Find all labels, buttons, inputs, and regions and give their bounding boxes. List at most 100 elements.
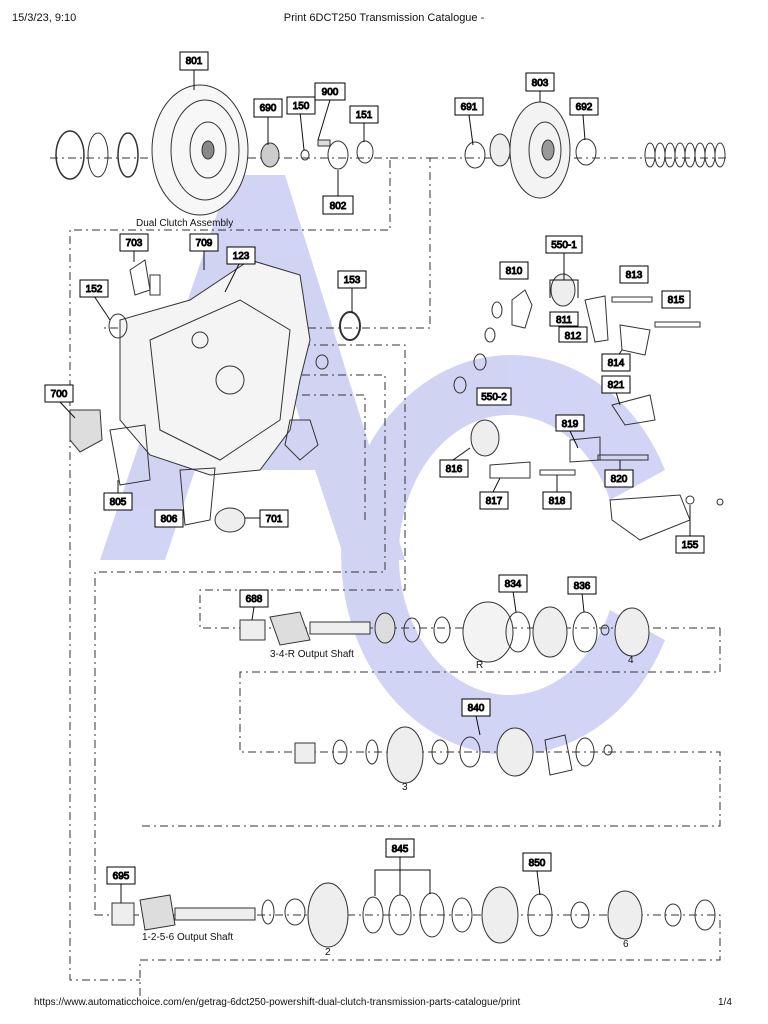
callout-700: 700: [44, 384, 74, 403]
callout-691: 691: [454, 97, 484, 116]
callout-701: 701: [259, 509, 289, 528]
page-title: Print 6DCT250 Transmission Catalogue -: [283, 12, 485, 24]
callout-816-label: 816: [446, 464, 463, 475]
output-shaft-1256: [111, 882, 716, 948]
callout-123: 123: [226, 246, 256, 265]
callout-151: 151: [349, 105, 379, 124]
callout-811: 811: [549, 311, 579, 327]
callout-819-label: 819: [562, 419, 579, 430]
transmission-housing: [69, 259, 361, 533]
dual-clutch-assembly: [55, 84, 374, 216]
callout-153: 153: [337, 270, 367, 289]
callout-695-label: 695: [113, 871, 130, 882]
callout-900: 900: [314, 82, 346, 101]
callout-840-label: 840: [468, 703, 485, 714]
caption-gear-2: 2: [325, 947, 331, 958]
footer-url: https://www.automaticchoice.com/en/getra…: [34, 997, 521, 1008]
callout-695: 695: [106, 866, 136, 885]
clutch-gear-assembly: [464, 101, 597, 199]
callout-550-2-label: 550-2: [481, 392, 507, 403]
caption-gear-3: 3: [402, 782, 408, 793]
callout-815: 815: [661, 290, 691, 309]
callout-820-label: 820: [611, 474, 628, 485]
callout-805-label: 805: [110, 497, 127, 508]
callout-821: 821: [601, 375, 631, 394]
callout-153-label: 153: [344, 275, 361, 286]
leader-lines: [59, 70, 691, 903]
callout-150-label: 150: [293, 101, 310, 112]
callout-818: 818: [542, 491, 572, 510]
callout-834-label: 834: [505, 579, 522, 590]
callout-840: 840: [461, 698, 491, 717]
callout-688: 688: [239, 589, 269, 608]
callout-819: 819: [555, 414, 585, 432]
callout-155: 155: [675, 535, 705, 554]
callout-836: 836: [567, 576, 597, 595]
caption-gear-6: 6: [623, 939, 629, 950]
callout-850-label: 850: [529, 858, 546, 869]
callout-801: 801: [179, 51, 209, 71]
callout-845-label: 845: [392, 844, 409, 855]
callout-701-label: 701: [266, 514, 283, 525]
callout-815-label: 815: [668, 295, 685, 306]
callout-802-label: 802: [330, 201, 347, 212]
callout-550-2: 550-2: [476, 387, 512, 406]
caption-1256-shaft: 1-2-5-6 Output Shaft: [142, 932, 233, 943]
callout-703: 703: [119, 233, 149, 252]
shift-fork-assembly: [453, 273, 724, 541]
callout-805: 805: [103, 492, 133, 511]
callout-150: 150: [286, 96, 316, 115]
callout-709: 709: [189, 233, 219, 252]
callout-690: 690: [253, 98, 283, 118]
footer-page-number: 1/4: [718, 997, 732, 1008]
callout-155-label: 155: [682, 540, 699, 551]
caption-dual-clutch: Dual Clutch Assembly: [136, 218, 233, 229]
callout-550-1: 550-1: [545, 235, 583, 254]
callout-152-label: 152: [86, 284, 103, 295]
friction-plates: [644, 142, 726, 168]
callout-818-label: 818: [549, 496, 566, 507]
callout-817-label: 817: [486, 496, 503, 507]
callout-820: 820: [604, 469, 634, 488]
callout-812: 812: [558, 326, 588, 343]
callout-810: 810: [499, 261, 529, 280]
callout-688-label: 688: [246, 594, 263, 605]
callout-151-label: 151: [356, 110, 373, 121]
caption-34r-shaft: 3-4-R Output Shaft: [270, 649, 354, 660]
caption-gear-4: 4: [628, 655, 634, 666]
callout-817: 817: [479, 491, 509, 510]
callout-814: 814: [601, 353, 631, 372]
callout-850: 850: [522, 852, 552, 872]
output-shaft-34r: [239, 601, 650, 663]
middle-shaft-parts: [294, 726, 613, 784]
callout-550-1-label: 550-1: [551, 240, 577, 251]
callout-691-label: 691: [461, 102, 478, 113]
callout-814-label: 814: [608, 358, 625, 369]
callout-821-label: 821: [608, 380, 625, 391]
callout-692: 692: [569, 97, 599, 116]
callout-700-label: 700: [51, 389, 68, 400]
callout-806-label: 806: [161, 514, 178, 525]
callout-900-label: 900: [322, 87, 339, 98]
callout-845: 845: [385, 838, 415, 858]
callout-801-label: 801: [186, 56, 203, 67]
callout-152: 152: [79, 279, 109, 298]
print-datetime: 15/3/23, 9:10: [12, 12, 77, 24]
callout-812-label: 812: [565, 331, 582, 342]
callout-810-label: 810: [506, 266, 523, 277]
callout-813: 813: [619, 265, 649, 284]
callout-803: 803: [525, 72, 555, 92]
caption-gear-r: R: [476, 660, 483, 671]
callout-123-label: 123: [233, 251, 250, 262]
callout-836-label: 836: [574, 581, 591, 592]
callout-803-label: 803: [532, 78, 549, 89]
callout-834: 834: [498, 574, 528, 593]
callout-703-label: 703: [126, 238, 143, 249]
callout-816: 816: [439, 459, 469, 478]
callout-692-label: 692: [576, 102, 593, 113]
callout-811-label: 811: [556, 315, 572, 326]
callout-813-label: 813: [626, 270, 643, 281]
callout-806: 806: [154, 509, 184, 528]
callout-labels: 801 690 150 900 151 802 691 803 692 703 …: [44, 51, 705, 885]
